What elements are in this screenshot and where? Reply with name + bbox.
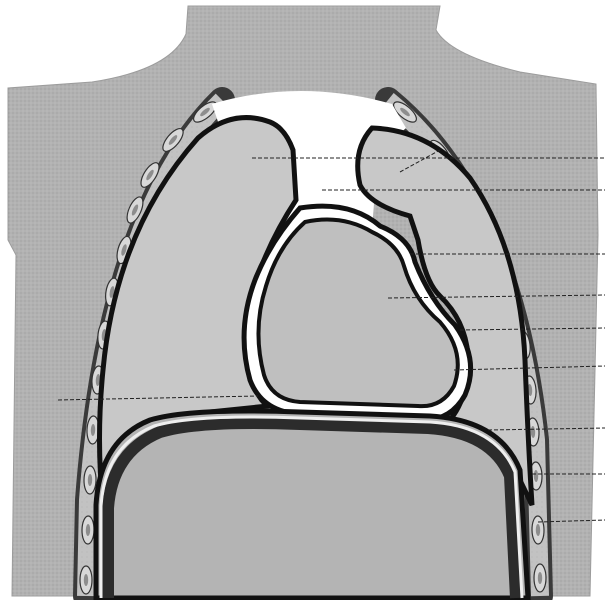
rib-marrow xyxy=(84,574,88,586)
rib-marrow xyxy=(538,572,542,584)
